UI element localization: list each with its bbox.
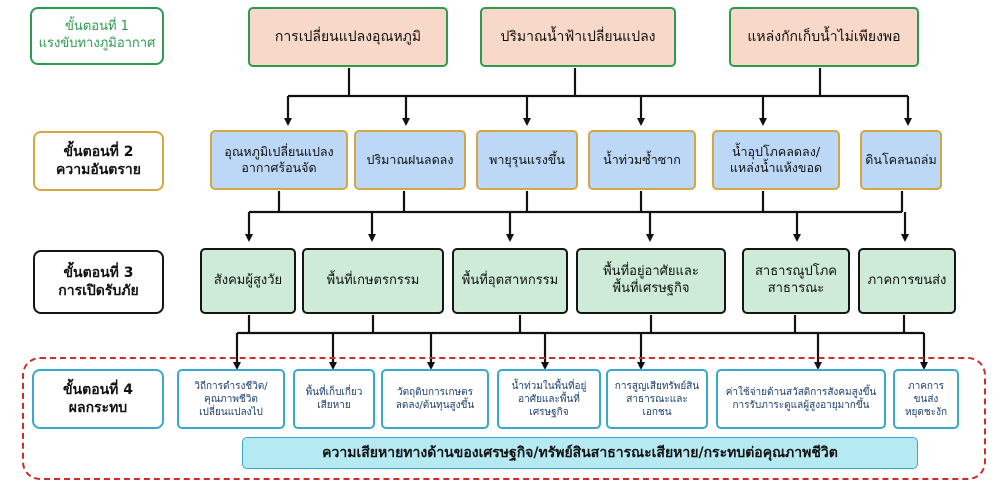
exposure-line: พื้นที่เกษตรกรรม (326, 272, 420, 288)
impact-line: สาธารณะและ (626, 393, 688, 405)
exposure-agriculture: พื้นที่เกษตรกรรม (302, 248, 444, 314)
exposure-utilities: สาธารณูปโภค สาธารณะ (742, 248, 850, 314)
step-label-4: ขั้นตอนที่ 4 ผลกระทบ (32, 369, 164, 429)
hazard-line: อุณหภูมิเปลี่ยนแปลง (224, 143, 334, 159)
step-title: ขั้นตอนที่ 1 (65, 19, 129, 35)
impact-line: ภาคการ (908, 380, 944, 392)
exposure-line: ภาคการขนส่ง (867, 272, 947, 288)
hazard-line: น้ำอุปโภคลดลง/ (731, 143, 821, 159)
hazard-line: แหล่งน้ำแห้งขอด (729, 160, 823, 175)
impact-line: คุณภาพชีวิต (204, 393, 258, 405)
impact-line: ค่าใช้จ่ายด้านสวัสดิการสังคมสูงขึ้น (725, 387, 877, 398)
hazard-line: น้ำท่วมซ้ำซาก (603, 151, 681, 167)
driver-label: ปริมาณน้ำฟ้าเปลี่ยนแปลง (500, 28, 656, 45)
impact-line: พื้นที่เก็บเกี่ยว (305, 387, 363, 398)
impact-line: การสูญเสียทรัพย์สิน (614, 380, 700, 392)
exposure-line: พื้นที่อยู่อาศัยและ (603, 264, 699, 280)
impact-harvest: พื้นที่เก็บเกี่ยว เสียหาย (293, 369, 375, 429)
driver-label: แหล่งกักเก็บน้ำไม่เพียงพอ (747, 28, 901, 45)
exposure-line: พื้นที่อุตสาหกรรม (461, 272, 559, 288)
exposure-transport: ภาคการขนส่ง (858, 248, 956, 314)
step-subtitle: การเปิดรับภัย (58, 283, 139, 299)
driver-temperature: การเปลี่ยนแปลงอุณหภูมิ (248, 7, 448, 67)
hazard-line: ปริมาณฝนลดลง (366, 151, 454, 167)
hazard-water-shortage: น้ำอุปโภคลดลง/ แหล่งน้ำแห้งขอด (712, 130, 840, 190)
impact-line: น้ำท่วมในพื้นที่อยู่ (511, 380, 587, 392)
driver-precipitation: ปริมาณน้ำฟ้าเปลี่ยนแปลง (480, 7, 676, 67)
hazard-line: อากาศร้อนจัด (241, 160, 317, 175)
step-label-3: ขั้นตอนที่ 3 การเปิดรับภัย (33, 250, 164, 314)
hazard-storm: พายุรุนแรงขึ้น (476, 130, 578, 190)
impact-line: เศรษฐกิจ (529, 406, 569, 418)
impact-line: เสียหาย (317, 400, 351, 411)
step-title: ขั้นตอนที่ 2 (63, 143, 134, 160)
impact-frame (22, 357, 986, 480)
step-title: ขั้นตอนที่ 4 (62, 381, 134, 398)
step-label-1: ขั้นตอนที่ 1 แรงขับทางภูมิอากาศ (30, 7, 164, 65)
hazard-flood: น้ำท่วมซ้ำซาก (588, 130, 696, 190)
impact-line: เปลี่ยนแปลงไป (199, 406, 263, 418)
summary-text: ความเสียหายทางด้านของเศรษฐกิจ/ทรัพย์สินส… (322, 444, 838, 461)
impact-line: ลดลง/ต้นทุนสูงขึ้น (395, 400, 475, 411)
impact-line: หยุดชะงัก (904, 406, 948, 418)
impact-livelihood: วิถีการดำรงชีวิต/ คุณภาพชีวิต เปลี่ยนแปล… (177, 369, 285, 429)
hazard-landslide: ดินโคลนถล่ม (860, 130, 942, 190)
hazard-line: พายุรุนแรงขึ้น (489, 151, 565, 167)
step-title: ขั้นตอนที่ 3 (63, 264, 134, 281)
impact-property-loss: การสูญเสียทรัพย์สิน สาธารณะและ เอกชน (606, 369, 708, 429)
hazard-heat: อุณหภูมิเปลี่ยนแปลง อากาศร้อนจัด (210, 130, 348, 190)
impact-line: การรับภาระดูแลผู้สูงอายุมากขึ้น (732, 400, 870, 411)
step-subtitle: ความอันตราย (56, 162, 141, 178)
driver-label: การเปลี่ยนแปลงอุณหภูมิ (274, 28, 422, 45)
impact-line: วิถีการดำรงชีวิต/ (194, 380, 268, 392)
step-label-2: ขั้นตอนที่ 2 ความอันตราย (33, 131, 164, 191)
impact-social-welfare: ค่าใช้จ่ายด้านสวัสดิการสังคมสูงขึ้น การร… (716, 369, 886, 429)
hazard-line: ดินโคลนถล่ม (865, 151, 937, 167)
exposure-elderly: สังคมผู้สูงวัย (200, 248, 296, 314)
impact-transport-disruption: ภาคการ ขนส่ง หยุดชะงัก (893, 369, 959, 429)
impact-summary: ความเสียหายทางด้านของเศรษฐกิจ/ทรัพย์สินส… (242, 437, 918, 469)
step-subtitle: แรงขับทางภูมิอากาศ (38, 36, 156, 51)
exposure-line: สังคมผู้สูงวัย (213, 272, 283, 288)
impact-line: ขนส่ง (913, 393, 939, 405)
exposure-line: สาธารณูปโภค (754, 264, 837, 280)
exposure-residential: พื้นที่อยู่อาศัยและ พื้นที่เศรษฐกิจ (576, 248, 726, 314)
impact-line: อาศัยและพื้นที่ (518, 393, 580, 405)
impact-raw-materials: วัตถุดิบการเกษตร ลดลง/ต้นทุนสูงขึ้น (381, 369, 489, 429)
impact-line: เอกชน (642, 406, 672, 418)
exposure-line: พื้นที่เศรษฐกิจ (612, 281, 690, 296)
step-subtitle: ผลกระทบ (68, 400, 128, 416)
impact-urban-flood: น้ำท่วมในพื้นที่อยู่ อาศัยและพื้นที่ เศร… (497, 369, 601, 429)
impact-line: วัตถุดิบการเกษตร (397, 387, 473, 398)
hazard-rainfall: ปริมาณฝนลดลง (354, 130, 466, 190)
exposure-industry: พื้นที่อุตสาหกรรม (452, 248, 568, 314)
exposure-line: สาธารณะ (767, 281, 825, 296)
driver-water-storage: แหล่งกักเก็บน้ำไม่เพียงพอ (729, 7, 919, 67)
